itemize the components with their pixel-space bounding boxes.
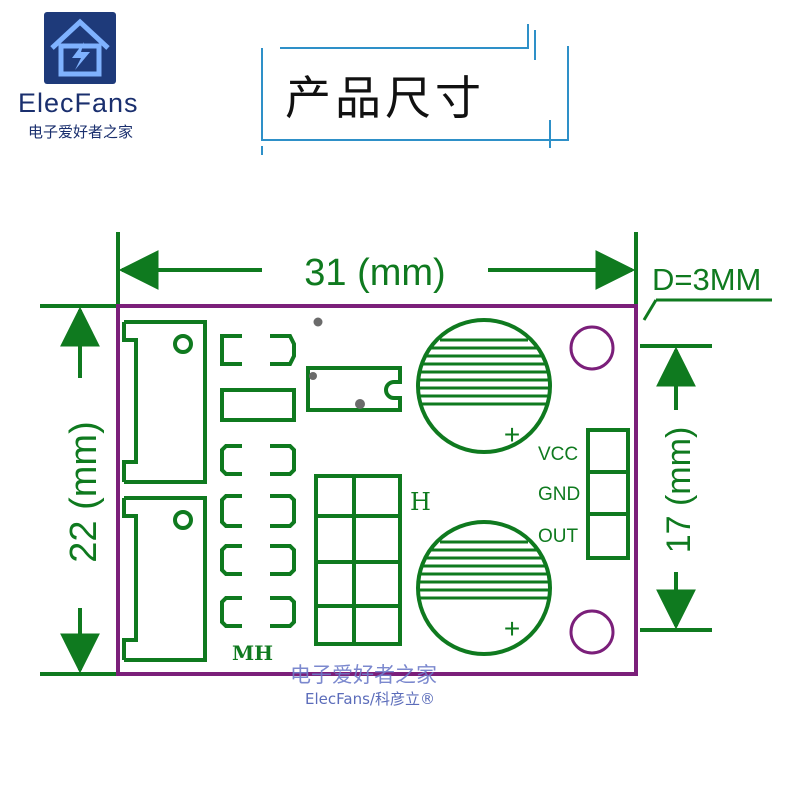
page-title: 产品尺寸 [285,71,485,125]
ic-dot-1 [313,317,323,327]
title-frame [261,24,569,155]
brand-logo [44,12,116,84]
height-left-label: 22 (mm) [63,421,105,562]
height-left-dimension: 22 (mm) [40,304,116,676]
label-mh: MH [232,641,273,665]
hole-dimension: D=3MM [642,262,772,321]
mounting-hole-top [569,325,615,371]
hole-label: D=3MM [652,262,761,297]
width-dimension: 31 (mm) [116,232,638,305]
brand-tagline: 电子爱好者之家 [28,123,134,141]
ic-dot-3 [355,399,365,409]
pin-label-out: OUT [538,526,579,547]
capacitor-top-plus: + [504,419,520,450]
height-right-dimension: 17 (mm) [640,344,712,632]
brand-name: ElecFans [18,88,139,118]
capacitor-bottom-plus: + [504,613,520,644]
house-with-lightning-icon [44,12,116,84]
pin-label-gnd: GND [538,484,580,505]
watermark-line1: 电子爱好者之家 [290,663,437,687]
watermark-line2: ElecFans/科彦立® [305,690,435,708]
mounting-hole-bottom [569,609,615,655]
ic-chip [306,366,402,412]
connector-top [122,320,207,484]
width-label: 31 (mm) [304,252,445,294]
pin-header [586,428,630,560]
height-right-label: 17 (mm) [660,427,698,554]
connector-bottom [122,496,207,662]
pad-group [220,334,296,628]
grid-block [314,474,402,646]
ic-dot-2 [309,372,317,380]
capacitor-bottom: + [416,520,552,656]
label-h: H [410,488,431,516]
pin-label-vcc: VCC [538,444,578,465]
capacitor-top: + [416,318,552,454]
